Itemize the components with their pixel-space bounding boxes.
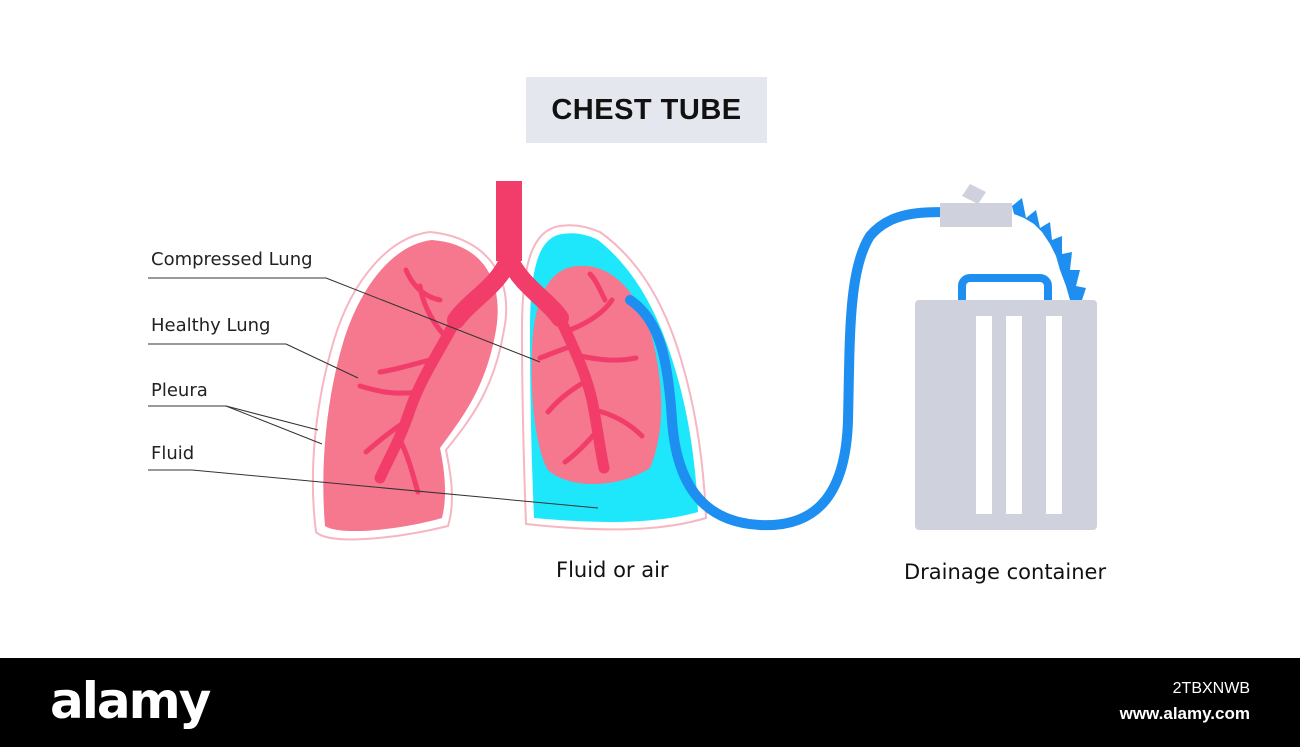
- healthy-lung-lobe: [323, 240, 498, 532]
- main-bronchi: [447, 249, 569, 329]
- label-fluid: Fluid: [151, 443, 195, 464]
- corrugated-hose: [1012, 198, 1086, 300]
- chest-tube-diagram: CHEST TUBE Compressed Lung Healthy Lung …: [148, 77, 1107, 584]
- brand-logo: alamy: [50, 672, 211, 730]
- left-branches: [357, 267, 448, 495]
- right-branches: [537, 271, 645, 465]
- caption-drainage-container: Drainage container: [904, 560, 1107, 584]
- chest-tube: [625, 207, 955, 531]
- bronchial-tree: [357, 181, 645, 495]
- right-bronchi: [554, 312, 610, 474]
- label-pleura: Pleura: [151, 380, 208, 401]
- left-bronchi: [374, 314, 462, 484]
- tube-connector: [940, 184, 1086, 300]
- diagram-canvas: [148, 181, 1097, 541]
- leader-lines: [148, 277, 599, 509]
- caption-fluid-or-air: Fluid or air: [556, 558, 669, 582]
- site-url: www.alamy.com: [1119, 704, 1250, 723]
- label-healthy-lung: Healthy Lung: [151, 315, 271, 336]
- watermark-footer: alamy 2TBXNWB www.alamy.com: [0, 658, 1300, 747]
- drainage-container: [915, 274, 1097, 530]
- image-code: 2TBXNWB: [1172, 680, 1250, 697]
- title-box: CHEST TUBE: [526, 77, 767, 143]
- label-compressed-lung: Compressed Lung: [151, 249, 313, 270]
- compressed-lung-group: [520, 224, 708, 531]
- trachea: [496, 181, 522, 261]
- diagram-title: CHEST TUBE: [551, 93, 742, 126]
